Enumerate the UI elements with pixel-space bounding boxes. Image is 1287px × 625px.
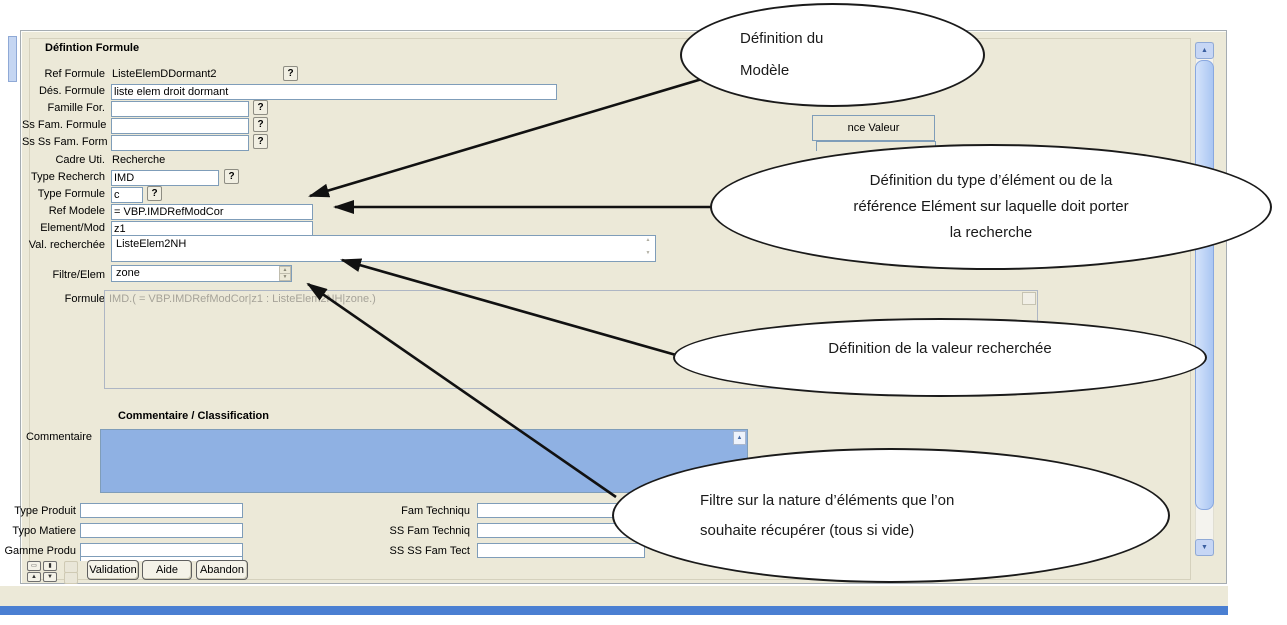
commentaire-scroll-up-icon[interactable]: ▲ (733, 431, 746, 445)
help-button-type-recherch[interactable]: ? (224, 169, 239, 184)
nav-placeholder-bottom (64, 572, 78, 584)
value-ref-formule: ListeElemDDormant2 (112, 68, 217, 80)
status-strip (0, 585, 1228, 607)
label-type-recherch: Type Recherch (31, 171, 105, 183)
value-cadre-uti: Recherche (112, 154, 166, 166)
input-gamme-produ[interactable] (80, 543, 243, 558)
label-type-formule: Type Formule (37, 188, 105, 200)
clipped-input-fragment (80, 556, 243, 561)
help-button-ss-fam-formule[interactable]: ? (253, 117, 268, 132)
input-typo-matiere[interactable] (80, 523, 243, 538)
label-des-formule: Dés. Formule (38, 85, 105, 97)
label-ss-fam-formule: Ss Fam. Formule (22, 119, 107, 131)
callout-ellipse-modele: Définition du Modèle (680, 3, 985, 107)
input-type-formule[interactable] (111, 187, 143, 203)
label-filtre-elem: Filtre/Elem (52, 269, 105, 281)
label-val-recherchee: Val. recherchée (28, 239, 105, 251)
callout-text-line: référence Elément sur laquelle doit port… (853, 198, 1129, 215)
label-element-mod: Element/Mod (40, 222, 105, 234)
window-edge-fragment (8, 36, 17, 82)
section-title-classification: Commentaire / Classification (118, 410, 269, 422)
value-val-recherchee: ListeElem2NH (116, 238, 187, 250)
filtre-elem-spin-down-icon[interactable]: ▼ (279, 273, 291, 281)
callout-text-line: Définition du (740, 30, 824, 47)
scrollbar-thumb[interactable] (1195, 60, 1214, 510)
nav-last-button[interactable]: ▮ (43, 561, 57, 571)
scrollbar-up-icon[interactable]: ▲ (1195, 42, 1214, 59)
label-gamme-produ: Gamme Produ (4, 545, 76, 557)
validation-button[interactable]: Validation (87, 560, 139, 580)
callout-text-line: la recherche (949, 224, 1033, 241)
value-formule: IMD.( = VBP.IMDRefModCor|z1 : ListeElem2… (109, 293, 376, 305)
input-ss-ss-fam-form[interactable] (111, 135, 249, 151)
help-button-ref-formule[interactable]: ? (283, 66, 298, 81)
input-ss-fam-formule[interactable] (111, 118, 249, 134)
callout-text-line: Définition du type d’élément ou de la (869, 172, 1113, 189)
label-fam-techniqu: Fam Techniqu (401, 505, 470, 517)
input-ss-ss-fam-tect[interactable] (477, 543, 645, 558)
callout-text-line: Filtre sur la nature d’éléments que l’on (700, 491, 955, 509)
formule-scrollbar-fragment (1022, 292, 1036, 305)
input-famille-for[interactable] (111, 101, 249, 117)
textarea-val-recherchee[interactable]: ListeElem2NH (111, 235, 656, 262)
help-button-type-formule[interactable]: ? (147, 186, 162, 201)
input-des-formule[interactable] (111, 84, 557, 100)
label-famille-for: Famille For. (47, 102, 105, 114)
bottom-blue-bar (0, 606, 1228, 615)
label-cadre-uti: Cadre Uti. (55, 154, 105, 166)
nav-down-button[interactable]: ▼ (43, 572, 57, 582)
form-inner-border (29, 38, 1191, 580)
callout-ellipse-type-element: Définition du type d’élément ou de la ré… (710, 144, 1272, 270)
nav-up-button[interactable]: ▲ (27, 572, 41, 582)
label-ref-formule: Ref Formule (44, 68, 105, 80)
callout-text-line: Définition de la valeur recherchée (828, 340, 1052, 357)
partial-valeur-button[interactable]: nce Valeur (812, 115, 935, 141)
label-commentaire: Commentaire (25, 431, 92, 443)
scrollbar-down-icon[interactable]: ▼ (1195, 539, 1214, 556)
callout-ellipse-valeur: Définition de la valeur recherchée (673, 318, 1207, 397)
input-fam-techniqu[interactable] (477, 503, 645, 518)
label-ss-fam-techniq: SS Fam Techniq (389, 525, 470, 537)
label-typo-matiere: Typo Matiere (12, 525, 76, 537)
val-recherchee-scroll-down-icon[interactable]: ▼ (645, 250, 651, 256)
label-ss-ss-fam-form: Ss Ss Fam. Form (22, 136, 108, 148)
help-button-famille-for[interactable]: ? (253, 100, 268, 115)
label-ss-ss-fam-tect: SS SS Fam Tect (389, 545, 471, 557)
input-filtre-elem[interactable]: zone (111, 265, 292, 282)
abandon-button[interactable]: Abandon (196, 560, 248, 580)
aide-button[interactable]: Aide (142, 560, 192, 580)
callout-ellipse-filtre: Filtre sur la nature d’éléments que l’on… (612, 448, 1170, 583)
nav-first-button[interactable]: ▭ (27, 561, 41, 571)
label-ref-modele: Ref Modele (48, 205, 105, 217)
section-title-formule: Défintion Formule (45, 42, 140, 54)
callout-text-line: souhaite récupérer (tous si vide) (700, 521, 915, 539)
input-ss-fam-techniq[interactable] (477, 523, 645, 538)
input-ref-modele[interactable] (111, 204, 313, 220)
input-type-produit[interactable] (80, 503, 243, 518)
input-type-recherch[interactable] (111, 170, 219, 186)
val-recherchee-scroll-up-icon[interactable]: ▲ (645, 237, 651, 243)
callout-text-line: Modèle (740, 62, 790, 79)
label-formule: Formule (64, 293, 105, 305)
label-type-produit: Type Produit (14, 505, 76, 517)
value-filtre-elem: zone (116, 267, 140, 279)
help-button-ss-ss-fam-form[interactable]: ? (253, 134, 268, 149)
